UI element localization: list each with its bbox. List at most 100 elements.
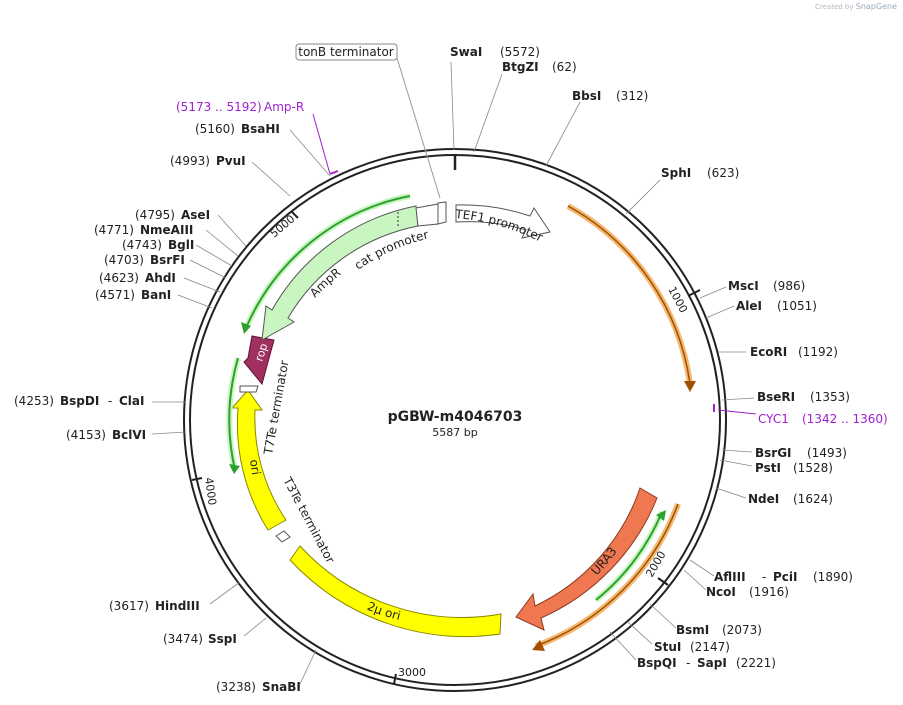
feature-cat-promoter[interactable] (415, 203, 439, 227)
backbone-outer (183, 148, 727, 692)
tick-label-4000: 4000 (202, 477, 219, 507)
tick-4000 (191, 477, 203, 481)
site-name2: SapI (697, 656, 727, 670)
site-name: BspQI (637, 656, 677, 670)
site-alei[interactable]: AleI (1051) (736, 299, 817, 313)
site-name: BglI (168, 238, 194, 252)
site-psti[interactable]: PstI (1528) (755, 461, 833, 475)
site-stui[interactable]: StuI (2147) (654, 640, 730, 654)
site-name: BsrGI (755, 446, 792, 460)
site-name: StuI (654, 640, 681, 654)
site-ncoi[interactable]: NcoI (1916) (706, 585, 789, 599)
feature-tonb[interactable] (437, 201, 447, 225)
label-ampr-primer-range: (5173 .. 5192) (176, 100, 262, 114)
site-pos: (4153) (66, 428, 106, 442)
site-name: AleI (736, 299, 762, 313)
feature-2mu-ori[interactable] (289, 545, 502, 638)
site-name: AhdI (145, 271, 176, 285)
feature-ura3[interactable] (515, 487, 658, 631)
site-bclvi[interactable]: (4153) BclVI (66, 428, 146, 442)
site-ecori[interactable]: EcoRI (1192) (750, 345, 838, 359)
site-bsrfi[interactable]: (4703) BsrFI (104, 253, 185, 267)
site-afliii-pcii[interactable]: AflIII - PciI (1890) (714, 570, 853, 584)
site-ahdi[interactable]: (4623) AhdI (99, 271, 176, 285)
site-name: AseI (181, 208, 210, 222)
site-pos: (623) (707, 166, 739, 180)
site-pos: (4993) (170, 154, 210, 168)
site-name: BanI (141, 288, 171, 302)
feature-t7te[interactable] (239, 385, 259, 393)
site-pos: (1353) (810, 390, 850, 404)
site-bani[interactable]: (4571) BanI (95, 288, 171, 302)
site-name: MscI (728, 279, 759, 293)
site-ndei[interactable]: NdeI (1624) (748, 492, 833, 506)
site-pvui[interactable]: (4993) PvuI (170, 154, 246, 168)
site-bsrgi[interactable]: BsrGI (1493) (755, 446, 847, 460)
label-ori: ori (247, 458, 263, 475)
site-pos: (3474) (163, 632, 203, 646)
tonb-box[interactable] (295, 43, 398, 61)
site-name: EcoRI (750, 345, 787, 359)
ampr-primer-mark (329, 170, 339, 175)
site-btgzi[interactable]: BtgZI (62) (502, 60, 577, 74)
site-bspqi-sapi[interactable]: BspQI - SapI (2221) (637, 656, 776, 670)
site-name: BbsI (572, 89, 601, 103)
site-pos: (986) (773, 279, 805, 293)
site-bseri[interactable]: BseRI (1353) (757, 390, 850, 404)
site-dash: - (108, 394, 112, 408)
site-msci[interactable]: MscI (986) (728, 279, 805, 293)
tick-5000 (291, 211, 299, 219)
feature-ori[interactable] (230, 389, 287, 531)
credit-brand: SnapGene (855, 2, 897, 11)
site-name: PvuI (216, 154, 246, 168)
label-rop: rop (252, 342, 270, 363)
site-name: NcoI (706, 585, 736, 599)
site-name: BtgZI (502, 60, 539, 74)
label-cyc1-range: (1342 .. 1360) (802, 412, 888, 426)
site-hindiii[interactable]: (3617) HindIII (109, 599, 200, 613)
site-bsahi[interactable]: (5160) BsaHI (195, 122, 280, 136)
site-pos: (4623) (99, 271, 139, 285)
site-name: NmeAIII (140, 223, 193, 237)
site-pos: (2221) (736, 656, 776, 670)
site-name: BclVI (112, 428, 146, 442)
site-bgli[interactable]: (4743) BglI (122, 238, 194, 252)
site-bbsi[interactable]: BbsI (312) (572, 89, 648, 103)
tick-label-5000: 5000 (268, 212, 298, 240)
site-name: BseRI (757, 390, 795, 404)
site-pos: (4253) (14, 394, 54, 408)
site-bsmi[interactable]: BsmI (2073) (676, 623, 762, 637)
label-t7te: T7Te terminator (261, 359, 292, 456)
site-pos: (1890) (813, 570, 853, 584)
plasmid-name: pGBW-m4046703 (388, 409, 523, 425)
orange-arc-arrowhead (684, 381, 696, 392)
site-name: SwaI (450, 45, 482, 59)
site-pos: (1192) (798, 345, 838, 359)
site-name: NdeI (748, 492, 779, 506)
site-name: PstI (755, 461, 781, 475)
site-nmeaiii[interactable]: (4771) NmeAIII (94, 223, 193, 237)
site-name2: ClaI (119, 394, 144, 408)
tick-3000 (393, 673, 397, 685)
feature-ampr[interactable] (261, 205, 419, 341)
site-name: BsmI (676, 623, 709, 637)
site-pos: (4771) (94, 223, 134, 237)
site-sspi[interactable]: (3474) SspI (163, 632, 237, 646)
feature-rop[interactable] (243, 335, 275, 386)
snapgene-credit: Created by SnapGene (815, 2, 897, 11)
tick-1000 (687, 289, 701, 297)
site-swai[interactable]: SwaI (5572) (450, 45, 540, 59)
site-snabi[interactable]: (3238) SnaBI (216, 680, 301, 694)
site-sphi[interactable]: SphI (623) (661, 166, 739, 180)
tick-2000 (657, 577, 669, 586)
label-cyc1: CYC1 (758, 412, 789, 426)
site-pos: (4703) (104, 253, 144, 267)
feature-t3te[interactable] (275, 530, 291, 543)
site-name: SspI (208, 632, 237, 646)
site-asei[interactable]: (4795) AseI (135, 208, 210, 222)
feature-tef1[interactable] (455, 204, 551, 239)
site-pos: (4743) (122, 238, 162, 252)
site-pos: (1916) (749, 585, 789, 599)
site-bspdi-clai[interactable]: (4253) BspDI - ClaI (14, 394, 144, 408)
